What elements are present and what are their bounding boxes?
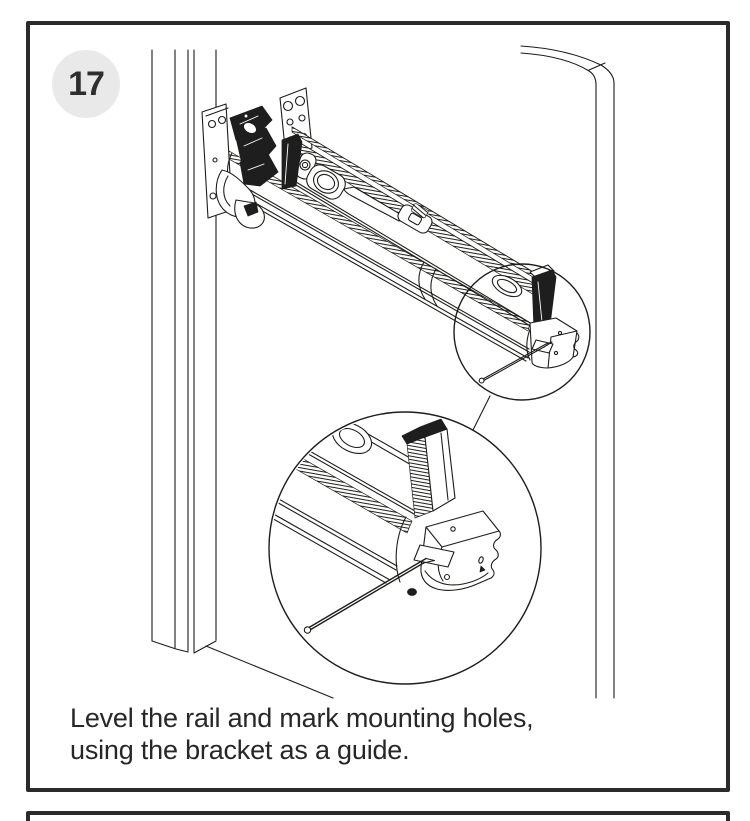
level-left-cap: [281, 133, 303, 190]
hinge-hardware-drawing: [215, 105, 279, 229]
magnified-oval-window: [331, 421, 373, 455]
floor-line: [205, 645, 334, 699]
magnified-pencil: [303, 557, 436, 634]
caption-line-2: using the bracket as a guide.: [70, 735, 410, 765]
rail-end-bracket-drawing: [478, 317, 580, 384]
step-caption: Level the rail and mark mounting holes, …: [70, 702, 534, 766]
detail-callout-small: [453, 263, 591, 433]
rail-joint-seam: [430, 268, 438, 307]
level-round-window: [306, 164, 346, 200]
level-latch: [397, 203, 433, 234]
door-drawing: [520, 45, 615, 699]
caption-line-1: Level the rail and mark mounting holes,: [70, 703, 534, 733]
detail-callout-large: [268, 411, 542, 685]
next-step-frame-box: [26, 811, 730, 821]
step-number-badge: 17: [52, 50, 120, 118]
callout-leader-line: [471, 395, 491, 433]
rail-joint-seam: [418, 261, 426, 300]
step-number: 17: [68, 64, 105, 103]
magnified-marking-tab: [413, 544, 455, 568]
spirit-level-drawing: [281, 126, 557, 331]
level-oval-window: [491, 274, 523, 298]
pencil-drawing: [478, 341, 553, 384]
step-frame-box: [26, 21, 730, 792]
closer-rail-drawing: [226, 150, 533, 362]
